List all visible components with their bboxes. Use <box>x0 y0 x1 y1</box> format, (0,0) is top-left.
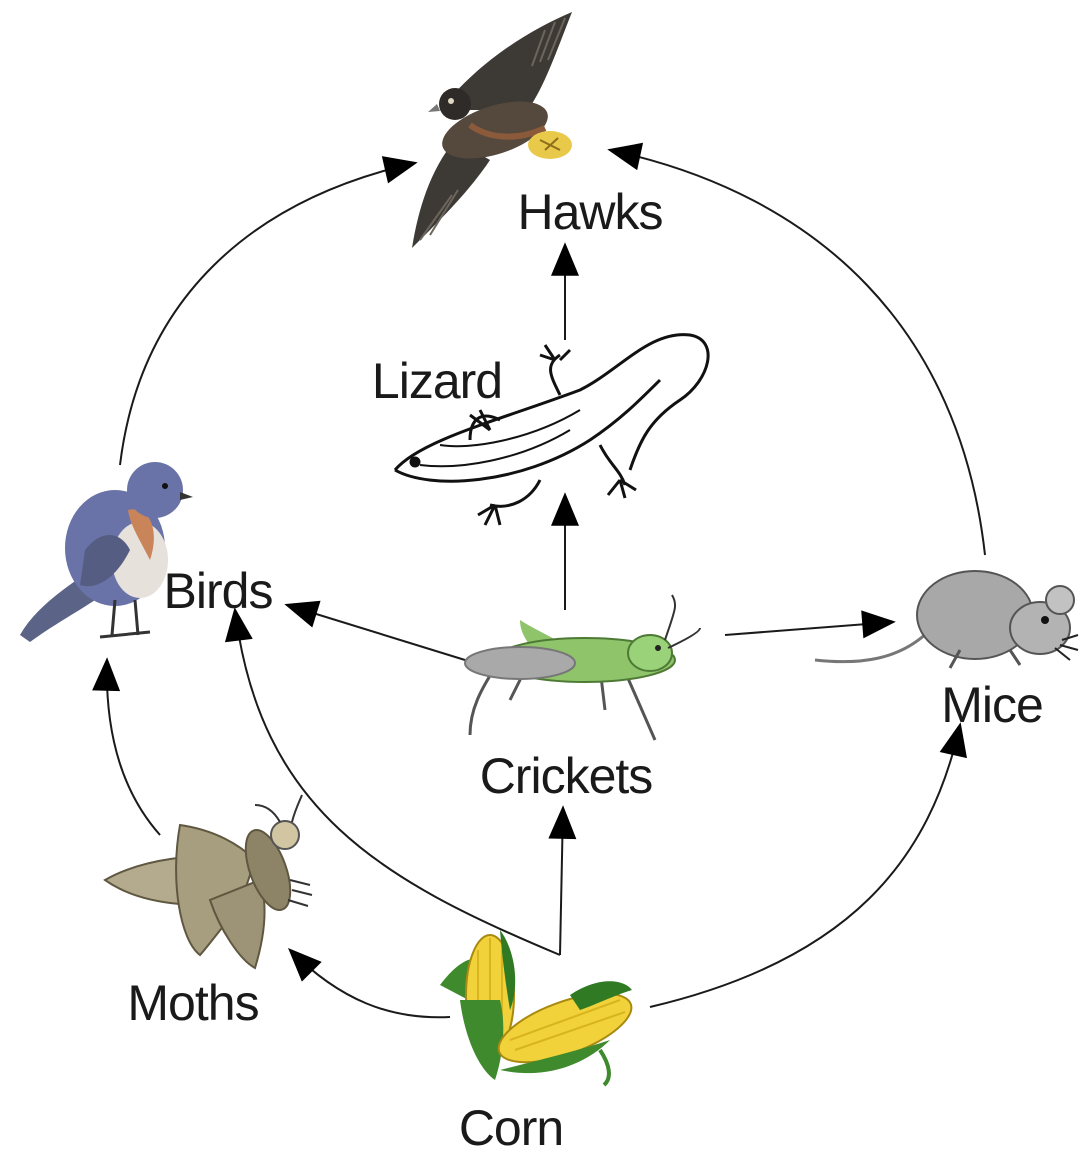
arrow-birds-to-hawks <box>120 163 415 465</box>
label-lizard: Lizard <box>372 353 502 409</box>
label-crickets: Crickets <box>480 748 653 804</box>
moth-icon <box>105 795 312 968</box>
arrow-moths-to-birds <box>107 660 160 835</box>
arrow-corn-to-mice <box>650 725 960 1007</box>
label-corn: Corn <box>459 1100 563 1154</box>
label-mice: Mice <box>941 677 1043 733</box>
label-hawks: Hawks <box>517 184 662 240</box>
label-moths: Moths <box>127 975 258 1031</box>
mouse-icon <box>815 571 1078 668</box>
arrow-crickets-to-mice <box>725 622 893 635</box>
arrow-mice-to-hawks <box>610 150 985 555</box>
label-birds: Birds <box>164 563 273 619</box>
arrow-crickets-to-birds <box>287 605 465 660</box>
arrow-corn-to-crickets <box>560 808 563 955</box>
corn-icon <box>440 930 640 1085</box>
cricket-icon <box>465 595 700 740</box>
arrow-corn-to-moths <box>290 950 450 1017</box>
